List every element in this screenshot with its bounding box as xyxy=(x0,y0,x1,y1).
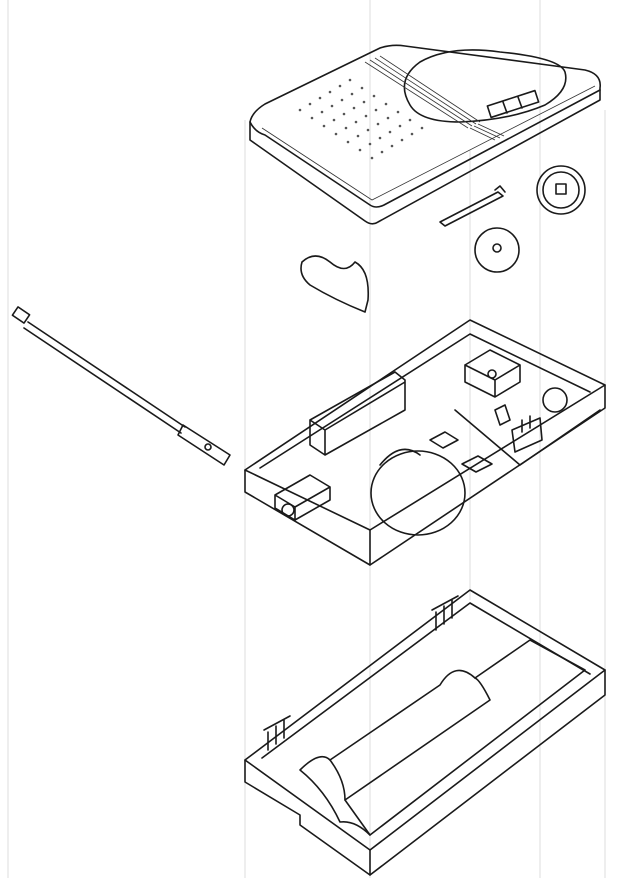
knob-large xyxy=(536,165,586,215)
top-cover xyxy=(249,44,602,225)
component-box xyxy=(464,349,521,398)
loose-parts xyxy=(300,165,586,313)
bracket xyxy=(300,255,370,313)
circuit-board xyxy=(244,319,606,566)
speaker xyxy=(370,450,466,536)
clip-left xyxy=(263,715,291,751)
knob-small xyxy=(474,227,520,273)
tuning-block xyxy=(309,371,406,456)
clip-right xyxy=(431,595,459,631)
construction-lines xyxy=(7,0,606,878)
battery-channel xyxy=(299,639,586,836)
speaker-grille xyxy=(298,78,424,160)
antenna xyxy=(11,306,231,466)
capacitor xyxy=(542,387,568,413)
bottom-tray xyxy=(244,589,606,876)
jack xyxy=(274,474,331,521)
pin xyxy=(439,185,506,227)
